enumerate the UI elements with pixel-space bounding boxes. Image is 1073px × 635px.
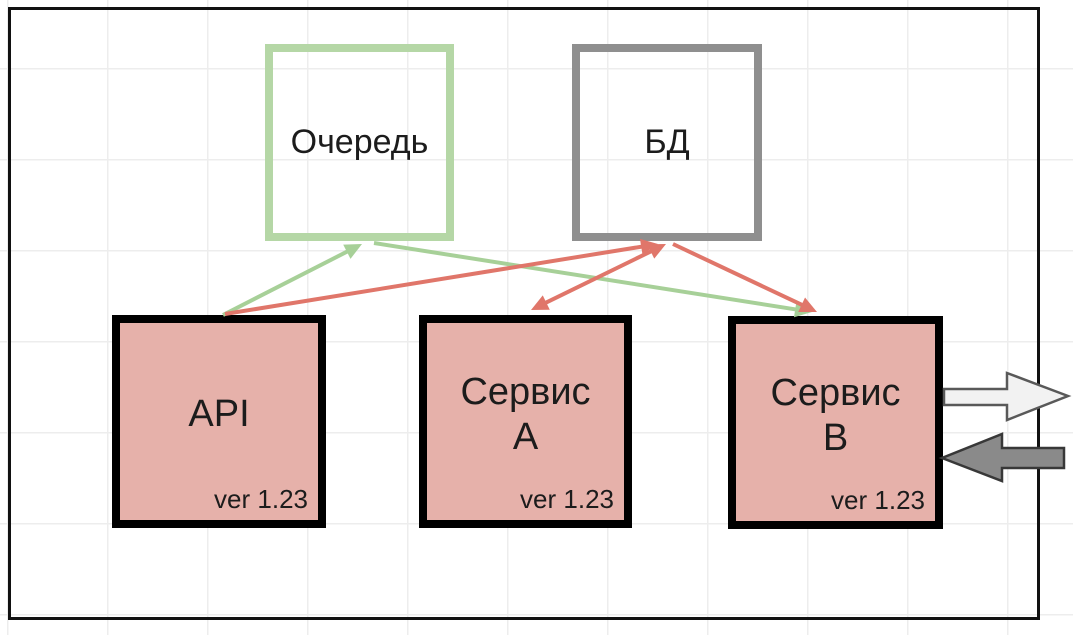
node-api-label: API — [188, 393, 250, 435]
node-queue-label: Очередь — [290, 123, 429, 161]
node-service-b-version: ver 1.23 — [831, 485, 925, 515]
outer-frame[interactable] — [8, 7, 1040, 620]
node-queue[interactable]: Очередь — [265, 44, 454, 241]
node-db[interactable]: БД — [572, 44, 762, 241]
node-service-a-version: ver 1.23 — [520, 484, 614, 514]
node-api-version: ver 1.23 — [214, 484, 308, 514]
node-api[interactable]: API ver 1.23 — [112, 315, 326, 528]
node-db-label: БД — [644, 123, 690, 161]
